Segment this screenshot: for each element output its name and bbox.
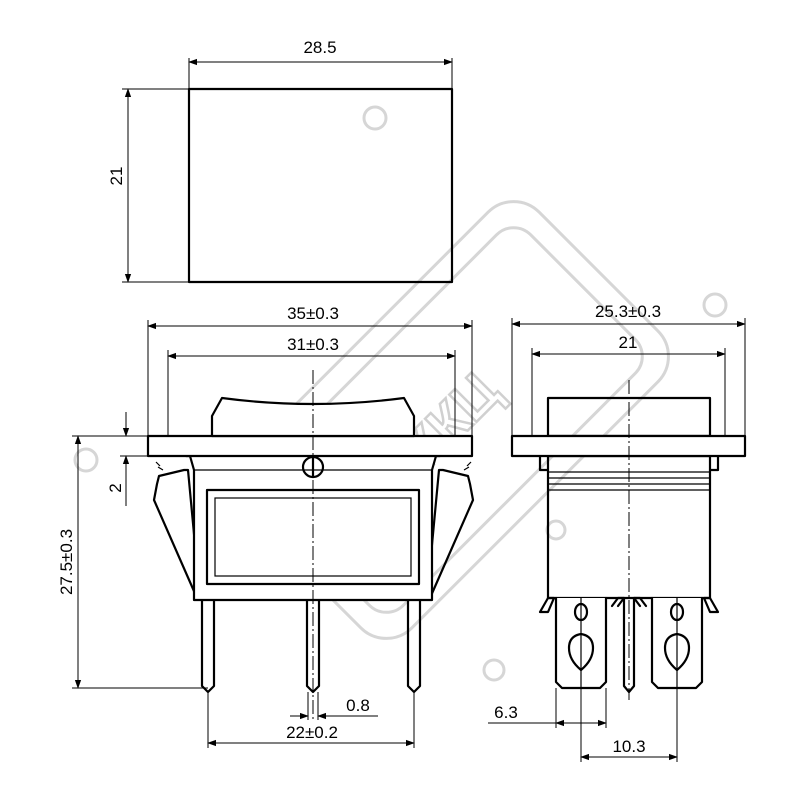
watermark-node	[482, 658, 506, 682]
side-foot-mid-right	[632, 596, 648, 608]
clip-teeth-right	[463, 461, 472, 471]
side-notch-left	[538, 454, 550, 472]
watermark-node	[545, 519, 567, 541]
top-view-outline	[187, 87, 454, 284]
dimension-label-side-inner: 21	[619, 333, 638, 352]
terminal-left-hole-small	[573, 602, 589, 622]
terminal-right-hole-small	[669, 602, 685, 622]
pin-left	[200, 596, 216, 694]
clip-teeth-left	[155, 461, 164, 471]
side-view: 25.3±0.3 21 6.3 10.3	[488, 302, 747, 762]
dimension-label-pin-span: 22±0.2	[286, 723, 338, 742]
side-foot-mid-left	[610, 596, 626, 608]
dimension-label-terminal-pitch: 10.3	[612, 737, 645, 756]
dimension-label-side-outer: 25.3±0.3	[595, 302, 661, 321]
dimension-label-pin-width: 0.8	[346, 696, 370, 715]
dimension-label-top-width: 28.5	[303, 38, 336, 57]
watermark-node	[362, 105, 388, 131]
side-foot-right	[702, 596, 720, 614]
terminal-right-hole-large	[663, 632, 691, 672]
dimension-label-flange: 2	[106, 483, 125, 492]
side-notch-right	[708, 454, 720, 472]
dimension-label-front-outer: 35±0.3	[287, 304, 339, 323]
flange-bezel	[146, 434, 474, 458]
front-view: 35±0.3 31±0.3 2 27.5±0.3 0.8 22±0.2	[57, 304, 475, 748]
pin-right	[406, 596, 422, 694]
dimension-label-front-inner: 31±0.3	[287, 335, 339, 354]
dimension-label-top-height: 21	[107, 167, 126, 186]
terminal-left-hole-large	[567, 632, 595, 672]
watermark-node	[702, 292, 728, 318]
spring-clip-right	[425, 468, 475, 600]
top-view: 28.5 21	[107, 38, 454, 284]
side-foot-left	[538, 596, 556, 614]
dimension-label-front-height: 27.5±0.3	[57, 529, 76, 595]
spring-clip-left	[152, 468, 202, 600]
dimension-label-terminal-width: 6.3	[494, 703, 518, 722]
